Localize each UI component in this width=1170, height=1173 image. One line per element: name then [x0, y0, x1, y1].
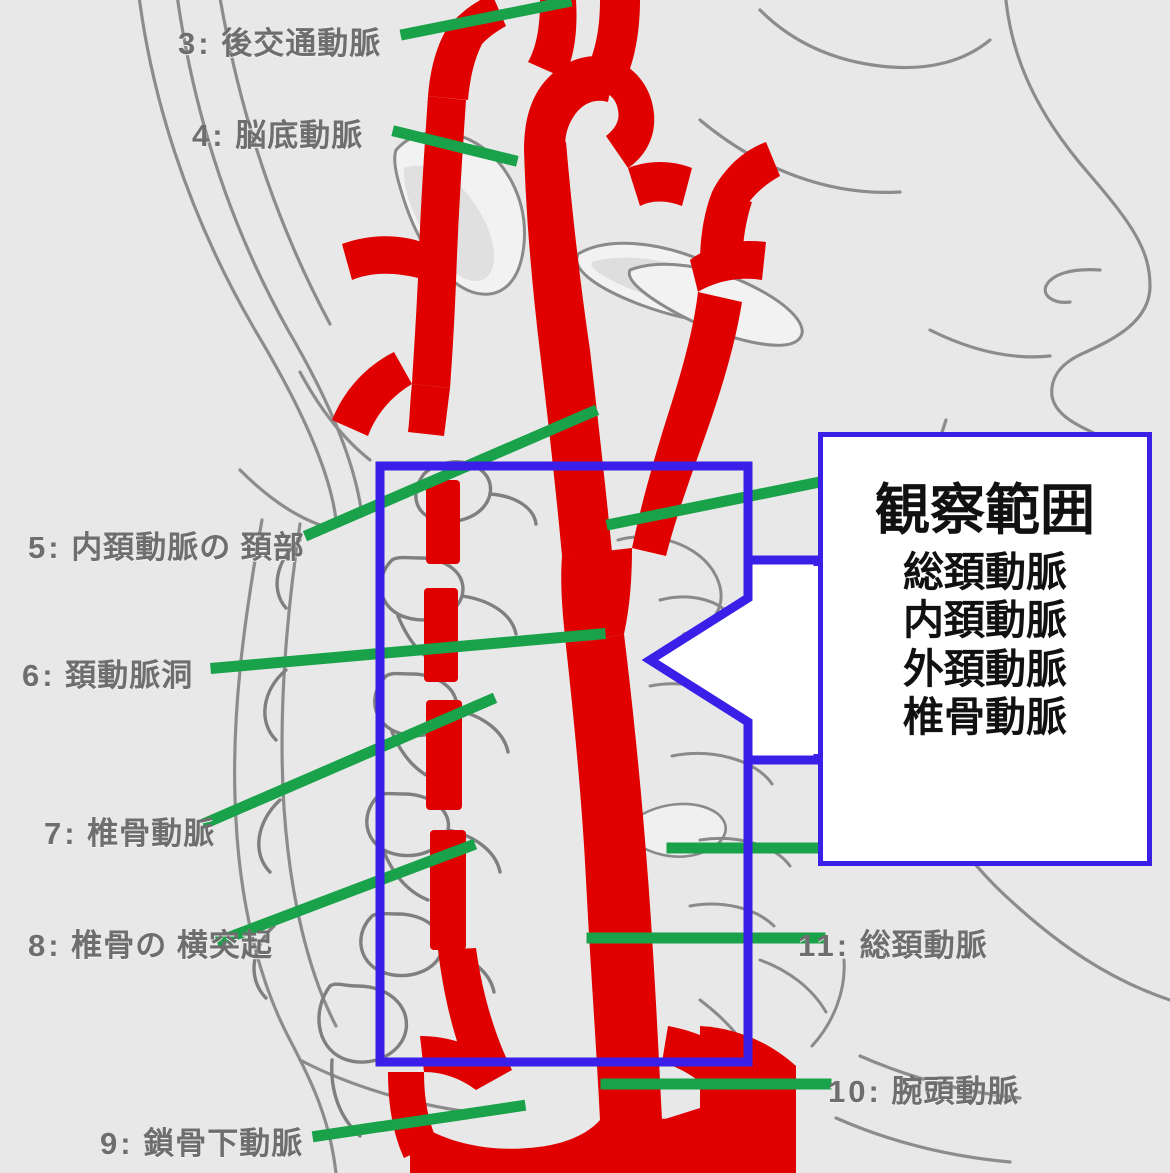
arterial-tree	[332, 0, 796, 1173]
leader-6	[210, 628, 606, 674]
label-11: 11: 総頚動脈	[798, 920, 988, 965]
callout-title: 観察範囲	[874, 479, 1095, 541]
leader-4	[391, 125, 519, 167]
label-5-number: 5:	[28, 530, 62, 565]
label-8-number: 8:	[28, 928, 62, 963]
label-7: 7: 椎骨動脈	[44, 808, 215, 853]
label-3-number: 3:	[178, 26, 212, 61]
label-10-number: 10:	[828, 1074, 882, 1109]
label-4-number: 4:	[192, 118, 226, 153]
leader-callout-upper	[605, 475, 827, 531]
callout-item-vertebral: 椎骨動脈	[903, 694, 1067, 741]
head-neck-outline	[137, 0, 1170, 1173]
observation-range-callout: 観察範囲 総頚動脈 内頚動脈 外頚動脈 椎骨動脈	[818, 432, 1152, 866]
label-5: 5: 内頚動脈の 頚部	[28, 522, 305, 567]
label-7-text: 椎骨動脈	[87, 816, 216, 851]
label-6: 6: 頚動脈洞	[22, 650, 193, 695]
label-6-text: 頚動脈洞	[65, 658, 194, 693]
label-6-number: 6:	[22, 658, 56, 693]
label-7-number: 7:	[44, 816, 78, 851]
label-8-text: 椎骨の 横突起	[71, 928, 273, 963]
callout-item-external-carotid: 外頚動脈	[903, 645, 1067, 692]
label-4-text: 脳底動脈	[235, 118, 364, 153]
callout-item-internal-carotid: 内頚動脈	[903, 597, 1067, 644]
leader-8	[214, 838, 478, 948]
label-4: 4: 脳底動脈	[192, 110, 363, 155]
leader-3	[399, 0, 573, 41]
label-3-text: 後交通動脈	[221, 26, 382, 61]
label-11-number: 11:	[798, 928, 851, 963]
label-10: 10: 腕頭動脈	[828, 1066, 1019, 1111]
label-3: 3: 後交通動脈	[178, 18, 381, 63]
label-5-text: 内頚動脈の 頚部	[71, 530, 305, 565]
label-11-text: 総頚動脈	[859, 928, 988, 963]
callout-arrow	[641, 555, 823, 765]
label-10-text: 腕頭動脈	[891, 1074, 1020, 1109]
callout-item-common-carotid: 総頚動脈	[903, 549, 1067, 595]
leader-9	[311, 1099, 527, 1143]
label-8: 8: 椎骨の 横突起	[28, 920, 273, 965]
leader-lines	[200, 0, 832, 1143]
leader-7	[200, 692, 498, 830]
label-9-text: 鎖骨下動脈	[143, 1126, 304, 1161]
label-9: 9: 鎖骨下動脈	[100, 1118, 303, 1163]
leader-5	[302, 404, 600, 542]
label-9-number: 9:	[100, 1126, 134, 1161]
